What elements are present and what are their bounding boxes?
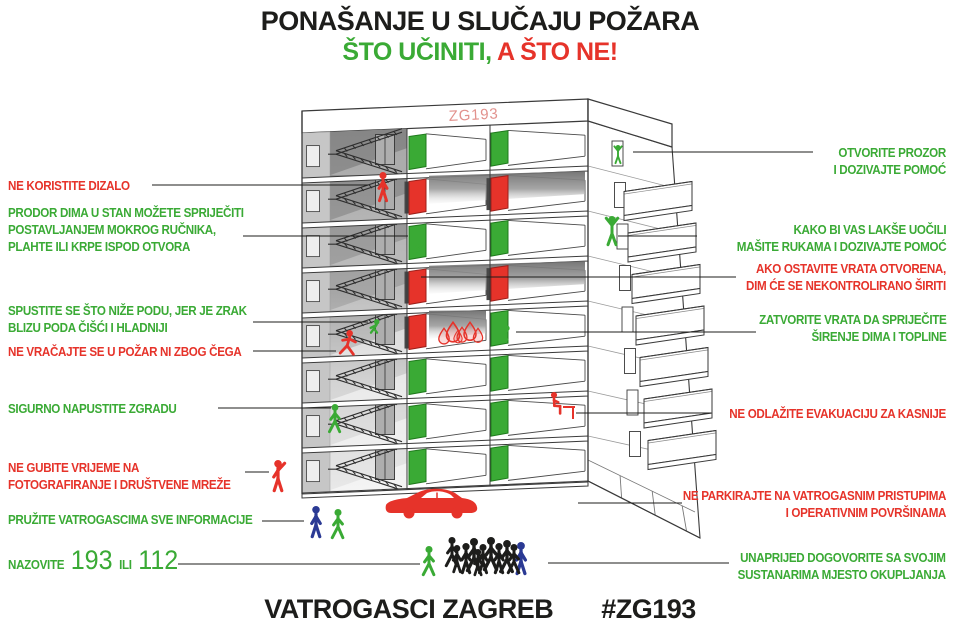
figure-elevator-person — [377, 172, 389, 203]
crowd-person — [499, 540, 514, 574]
staircase-flight — [328, 173, 403, 221]
figure-window-caller — [613, 145, 623, 165]
crowd-person — [451, 545, 463, 574]
call-prefix: NAZOVITE — [8, 558, 65, 572]
label-give-info: PRUŽITE VATROGASCIMA SVE INFORMACIJE — [8, 513, 253, 527]
figure-balcony-waver — [604, 216, 620, 247]
staircase-flight — [328, 128, 403, 176]
stairwell-window — [306, 460, 320, 483]
facade-window — [624, 348, 636, 374]
footer-hashtag: #ZG193 — [601, 594, 696, 624]
apartment-door-left — [408, 133, 427, 171]
label-call-numbers: NAZOVITE 193 ILI 112 — [8, 545, 178, 576]
label-leave-building: SIGURNO NAPUSTITE ZGRADU — [8, 402, 177, 416]
page-title: PONAŠANJE U SLUČAJU POŽARA — [260, 6, 700, 36]
footer: VATROGASCI ZAGREB #ZG193 — [0, 594, 960, 625]
label-no-elevator: NE KORISTITE DIZALO — [8, 179, 130, 193]
figure-meeting-person-black — [444, 537, 459, 568]
apartment-door-right — [490, 400, 509, 437]
balcony — [639, 346, 709, 388]
stairwell-window — [306, 235, 320, 258]
balcony — [623, 180, 693, 222]
connector-lines — [152, 151, 813, 565]
stairwell-window — [306, 370, 320, 393]
crowd-person — [506, 544, 521, 575]
emergency-number-193: 193 — [70, 545, 113, 575]
figure-meeting-person-blue — [514, 542, 528, 576]
stairwell-window — [306, 415, 320, 438]
crowd-person — [482, 537, 499, 572]
facade-window — [629, 431, 641, 457]
balcony — [643, 388, 713, 429]
apartment-door-left — [408, 178, 427, 216]
apartment-door-right — [490, 265, 509, 302]
apartment-door-left — [408, 448, 427, 486]
subtitle-do: ŠTO UČINITI, — [342, 38, 498, 66]
figure-stair-walker — [328, 404, 342, 434]
balcony — [631, 263, 701, 305]
staircase-flight — [328, 353, 403, 401]
stairwell-window — [306, 280, 320, 303]
apartment-door-right — [490, 445, 509, 482]
facade-window — [621, 306, 634, 333]
building-edges — [301, 99, 701, 539]
figure-photo-person — [272, 460, 287, 493]
apartment-door-right — [490, 175, 509, 212]
footer-brand: VATROGASCI ZAGREB — [264, 594, 554, 624]
stairwell-window — [306, 325, 320, 348]
staircase-flight — [328, 443, 403, 491]
crowd — [451, 537, 521, 577]
staircase-flight — [328, 263, 403, 311]
page-subtitle: ŠTO UČINITI, A ŠTO NE! — [0, 38, 960, 67]
rooftop-label: ZG193 — [448, 105, 499, 125]
stairwell-window — [306, 190, 320, 213]
figure-door-closer — [499, 325, 510, 341]
figure-desk-sitter — [550, 392, 562, 415]
staircase-flight — [328, 398, 403, 446]
facade-window — [626, 389, 639, 416]
figure-meeting-person-green — [421, 546, 436, 577]
label-open-doors-smoke: AKO OSTAVITE VRATA OTVORENA,DIM ĆE SE NE… — [746, 262, 946, 293]
figure-stair-runner — [338, 330, 357, 356]
floor — [301, 354, 589, 409]
figure-towel-person — [415, 238, 426, 253]
label-no-delay: NE ODLAŽITE EVAKUACIJU ZA KASNIJE — [729, 407, 946, 421]
emergency-number-112: 112 — [138, 545, 179, 575]
apartment-door-left — [408, 268, 427, 306]
call-conjunction: ILI — [119, 558, 132, 572]
fire-flames — [438, 320, 484, 345]
apartment-door-right — [490, 220, 509, 257]
floor — [301, 399, 589, 454]
figure-info-giver — [330, 509, 345, 540]
apartment-door-left — [408, 358, 427, 396]
apartment-door-left — [408, 313, 427, 351]
balcony — [627, 222, 697, 263]
crowd-person — [473, 549, 483, 577]
elevator-door — [375, 449, 395, 481]
stairwell-window — [306, 145, 320, 168]
staircase-flight — [328, 308, 403, 356]
car-red — [385, 488, 478, 519]
subtitle-dont: A ŠTO NE! — [497, 38, 618, 66]
balcony — [647, 429, 717, 471]
figure-floor-crouch-person — [369, 319, 380, 334]
facade — [587, 120, 717, 539]
apartment-door-right — [490, 355, 509, 392]
figure-firefighter — [310, 506, 322, 539]
staircase-flight — [328, 218, 403, 266]
apartment-door-right — [490, 130, 509, 167]
apartment-door-left — [408, 403, 427, 441]
label-no-return: NE VRAČAJTE SE U POŽAR NI ZBOG ČEGA — [8, 345, 242, 359]
facade-window — [619, 265, 631, 291]
smoke-overlay — [429, 310, 486, 339]
